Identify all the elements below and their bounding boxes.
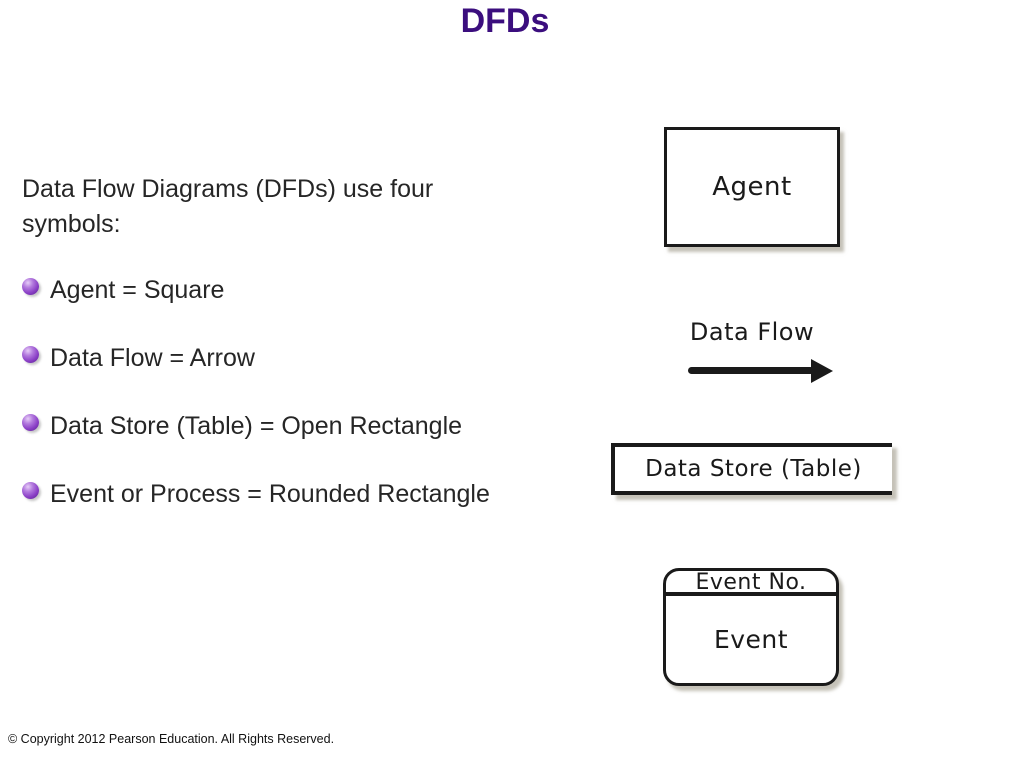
data-flow-arrow-icon — [688, 367, 814, 374]
copyright-notice: © Copyright 2012 Pearson Education. All … — [8, 732, 335, 746]
bullet-item-data-store: Data Store (Table) = Open Rectangle — [22, 411, 462, 441]
event-symbol-box: Event No. Event — [663, 568, 839, 686]
agent-symbol-label: Agent — [712, 172, 792, 202]
agent-symbol-box: Agent — [664, 127, 840, 247]
bullet-sphere-icon — [22, 345, 39, 363]
data-flow-arrowhead-icon — [811, 359, 833, 383]
bullet-item-agent: Agent = Square — [22, 275, 224, 305]
event-label: Event — [713, 625, 789, 654]
bullet-sphere-icon — [22, 277, 39, 295]
page-title: DFDs — [460, 2, 550, 40]
bullet-item-label: Agent = Square — [50, 275, 225, 304]
bullet-item-label: Data Store (Table) = Open Rectangle — [50, 411, 463, 440]
bullet-item-label: Data Flow = Arrow — [50, 343, 255, 372]
intro-paragraph: Data Flow Diagrams (DFDs) use four symbo… — [22, 175, 434, 238]
bullet-sphere-icon — [22, 413, 39, 431]
bullet-item-data-flow: Data Flow = Arrow — [22, 343, 255, 373]
bullet-sphere-icon — [22, 481, 39, 499]
data-store-symbol-box: Data Store (Table) — [611, 443, 892, 495]
data-flow-symbol-label: Data Flow — [689, 318, 815, 346]
data-store-symbol-label: Data Store (Table) — [645, 456, 862, 482]
bullet-item-event-process: Event or Process = Rounded Rectangle — [22, 479, 490, 509]
event-number-label: Event No. — [666, 571, 836, 596]
bullet-item-label: Event or Process = Rounded Rectangle — [50, 479, 490, 508]
